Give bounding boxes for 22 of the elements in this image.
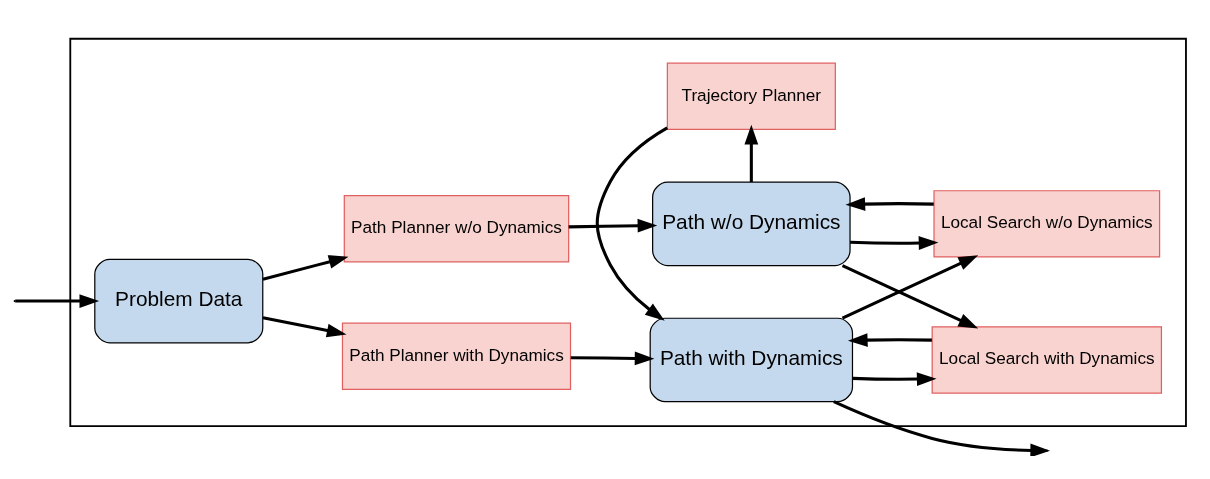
node-box: Trajectory Planner <box>666 62 836 130</box>
node-box: Local Search with Dynamics <box>931 325 1163 394</box>
arrow <box>262 315 347 337</box>
node-box: Problem Data <box>94 258 264 343</box>
arrow <box>841 254 979 320</box>
node-box: Local Search w/o Dynamics <box>933 189 1161 258</box>
arrow <box>852 371 937 386</box>
arrow <box>595 126 668 321</box>
arrow <box>841 263 979 329</box>
arrow <box>15 293 100 308</box>
arrow <box>847 332 932 347</box>
arrow <box>845 196 934 211</box>
cluster <box>69 37 1187 427</box>
node-box: Path Planner w/o Dynamics <box>343 194 570 262</box>
node-box: Path Planner with Dynamics <box>341 322 572 390</box>
node-box: Path w/o Dynamics <box>652 181 851 266</box>
node-box: Path with Dynamics <box>649 317 854 402</box>
arrow <box>850 235 939 250</box>
arrow <box>744 124 759 182</box>
arrow <box>262 254 349 281</box>
arrow <box>568 218 658 233</box>
arrow <box>570 351 655 365</box>
